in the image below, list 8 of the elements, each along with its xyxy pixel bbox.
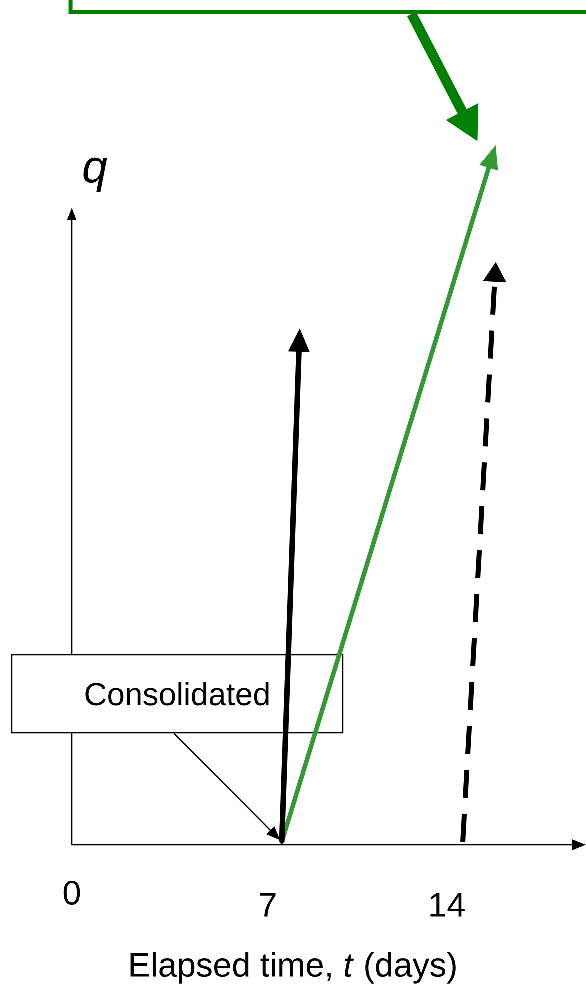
point xyxy=(280,840,284,844)
tick-label: 0 xyxy=(64,880,80,906)
tick-label: 14 xyxy=(430,893,465,917)
tick-label: 7 xyxy=(260,893,276,917)
axis-title: Elapsed time, t (days) xyxy=(130,952,456,984)
axis-label: q xyxy=(84,158,108,192)
frame-box xyxy=(68,0,586,14)
label-box: Consolidated xyxy=(11,654,344,734)
